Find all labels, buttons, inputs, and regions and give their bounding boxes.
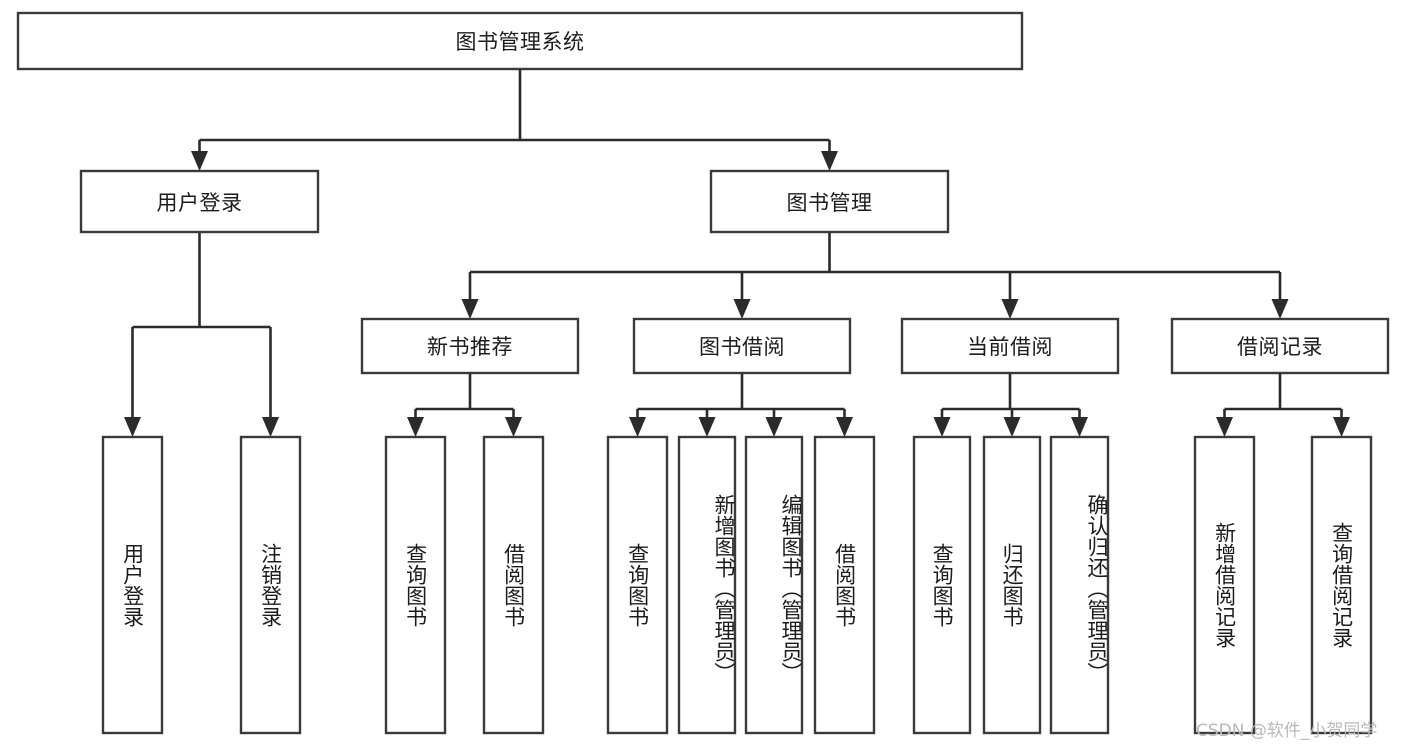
root-arrow-1: [821, 151, 838, 171]
node-box-current-borrow[interactable]: [900, 317, 1120, 375]
node-box-leaf-borrow-book-2[interactable]: [813, 435, 876, 735]
node-box-leaf-query-book-1[interactable]: [384, 435, 447, 735]
book-borrow-arrow-1: [698, 417, 716, 437]
book-borrow-arrow-0: [629, 417, 646, 437]
node-box-leaf-borrow-book-1[interactable]: [482, 435, 545, 735]
book-manage-arrow-3: [1271, 299, 1289, 319]
new-book-recommend-arrow-1: [505, 417, 522, 437]
borrow-record-arrow-0: [1216, 417, 1233, 437]
node-box-leaf-logout[interactable]: [239, 435, 302, 735]
node-box-leaf-return-book[interactable]: [982, 435, 1042, 735]
connector-layer: [124, 69, 1350, 437]
node-box-new-book-recommend[interactable]: [360, 317, 580, 375]
node-box-leaf-user-login[interactable]: [101, 435, 164, 735]
node-box-book-borrow[interactable]: [632, 317, 852, 375]
root-arrow-0: [191, 151, 208, 171]
node-box-user-login[interactable]: [79, 169, 320, 234]
node-box-book-manage[interactable]: [709, 169, 950, 234]
node-box-leaf-query-book-3[interactable]: [912, 435, 972, 735]
user-login-arrow-1: [262, 417, 279, 437]
current-borrow-arrow-0: [933, 417, 951, 437]
node-box-leaf-add-borrow-record[interactable]: [1193, 435, 1256, 735]
book-manage-arrow-0: [461, 299, 479, 319]
node-box-leaf-add-book[interactable]: [677, 435, 737, 735]
book-manage-arrow-1: [733, 299, 751, 319]
new-book-recommend-arrow-0: [407, 417, 424, 437]
box-layer: [16, 11, 1390, 735]
book-manage-arrow-2: [1001, 299, 1019, 319]
borrow-record-arrow-1: [1333, 417, 1350, 437]
current-borrow-arrow-1: [1003, 417, 1021, 437]
node-box-borrow-record[interactable]: [1170, 317, 1390, 375]
node-box-leaf-query-borrow-record[interactable]: [1310, 435, 1373, 735]
node-box-leaf-edit-book[interactable]: [744, 435, 804, 735]
book-borrow-arrow-3: [836, 417, 853, 437]
node-box-leaf-confirm-return[interactable]: [1049, 435, 1110, 735]
node-box-leaf-query-book-2[interactable]: [606, 435, 669, 735]
node-box-root[interactable]: [16, 11, 1024, 71]
book-borrow-arrow-2: [765, 417, 783, 437]
current-borrow-arrow-2: [1071, 417, 1088, 437]
user-login-arrow-0: [124, 417, 141, 437]
